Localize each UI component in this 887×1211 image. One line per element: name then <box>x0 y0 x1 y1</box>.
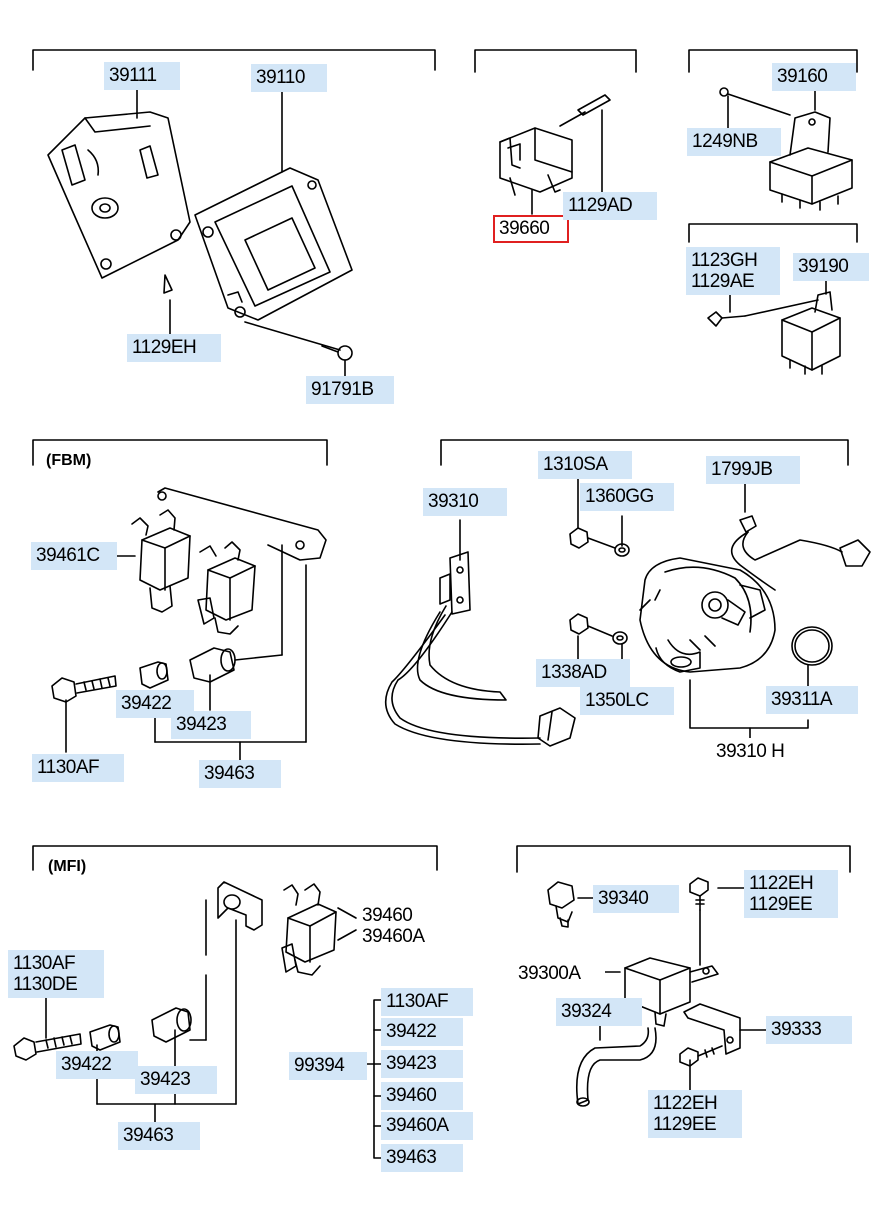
mfi-bracket <box>217 881 263 931</box>
part-label-39160[interactable]: 39160 <box>772 63 856 91</box>
section-bracket-fbm <box>32 439 328 761</box>
mfi-grommet-39423 <box>151 1007 192 1043</box>
mfi-spacer-39422 <box>89 1024 121 1051</box>
part-label-39660-selected[interactable]: 39660 <box>493 215 569 243</box>
section-bracket-mfi <box>32 845 438 1159</box>
part-label-1360GG[interactable]: 1360GG <box>580 483 674 511</box>
o-ring-39311A <box>791 626 833 666</box>
part-label-39460-39460A[interactable]: 39460 39460A <box>357 902 451 950</box>
washer-1350LC <box>612 631 628 645</box>
part-label-39423-fbm[interactable]: 39423 <box>171 711 251 739</box>
section-title-fbm: (FBM) <box>46 452 92 469</box>
distributor-assembly <box>639 557 776 673</box>
part-label-39310H[interactable]: 39310 H <box>711 738 807 766</box>
part-label-39463-mfi[interactable]: 39463 <box>118 1122 200 1150</box>
part-label-39311A[interactable]: 39311A <box>766 686 858 714</box>
part-label-39340[interactable]: 39340 <box>593 885 679 913</box>
part-label-1249NB[interactable]: 1249NB <box>687 128 781 156</box>
part-label-39463-fbm[interactable]: 39463 <box>199 760 281 788</box>
part-39660-sensor <box>499 94 611 196</box>
mfi-bolt-1130AF <box>13 1033 82 1061</box>
part-label-39300A[interactable]: 39300A <box>513 960 605 988</box>
section-title-mfi: (MFI) <box>48 858 87 875</box>
part-label-91791B[interactable]: 91791B <box>306 376 394 404</box>
ecu-bracket-39111 <box>47 111 191 294</box>
fbm-bracket-plate <box>157 487 327 561</box>
part-label-1129EH[interactable]: 1129EH <box>127 334 221 362</box>
bolt-91791B <box>321 345 353 361</box>
nut-1338AD <box>569 613 613 637</box>
part-label-39422-kit[interactable]: 39422 <box>381 1018 463 1046</box>
part-label-39310[interactable]: 39310 <box>423 488 507 516</box>
part-label-39423-kit[interactable]: 39423 <box>381 1050 463 1078</box>
part-label-39190[interactable]: 39190 <box>793 253 869 281</box>
part-label-39111[interactable]: 39111 <box>104 62 180 90</box>
part-label-1338AD[interactable]: 1338AD <box>536 659 630 687</box>
hose-39324 <box>575 1027 657 1107</box>
part-label-39460A-kit[interactable]: 39460A <box>381 1112 473 1140</box>
bracket-39333 <box>683 1003 741 1055</box>
part-label-39463-kit[interactable]: 39463 <box>381 1144 463 1172</box>
part-label-39324[interactable]: 39324 <box>556 998 642 1026</box>
part-label-1129AD[interactable]: 1129AD <box>563 192 657 220</box>
solenoid-valve-second <box>197 541 256 635</box>
mfi-solenoid-39460 <box>281 883 337 976</box>
part-label-39110[interactable]: 39110 <box>251 64 327 92</box>
washer-1360GG <box>614 543 630 557</box>
part-label-1130AF-fbm[interactable]: 1130AF <box>32 754 124 782</box>
part-label-1130AF-kit[interactable]: 1130AF <box>381 988 473 1016</box>
part-label-1122EH-1129EE-top[interactable]: 1122EH 1129EE <box>744 870 838 918</box>
ecu-39110 <box>194 167 353 321</box>
part-label-39460-kit[interactable]: 39460 <box>381 1082 463 1110</box>
section-bracket-39160 <box>688 49 858 129</box>
section-bracket-distributor <box>440 439 849 739</box>
part-label-1310SA[interactable]: 1310SA <box>538 451 632 479</box>
part-label-1350LC[interactable]: 1350LC <box>580 687 674 715</box>
distributor-wire-1799JB <box>730 515 871 591</box>
part-label-1799JB[interactable]: 1799JB <box>706 456 800 484</box>
sensor-39340 <box>547 881 575 928</box>
part-label-1122EH-1129EE-bottom[interactable]: 1122EH 1129EE <box>648 1090 742 1138</box>
part-label-1123GH-1129AE[interactable]: 1123GH 1129AE <box>686 247 780 295</box>
part-label-1130AF-1130DE[interactable]: 1130AF 1130DE <box>8 950 104 998</box>
fbm-grommet-39423 <box>189 647 236 683</box>
part-label-39461C[interactable]: 39461C <box>31 542 117 570</box>
part-label-39423-mfi[interactable]: 39423 <box>135 1066 217 1094</box>
solenoid-valve-39461C <box>131 509 191 613</box>
fbm-spacer-39422 <box>139 661 169 689</box>
relay-39160 <box>719 87 853 211</box>
fbm-bolt-1130AF <box>51 675 117 703</box>
section-bracket-39190 <box>688 223 858 313</box>
nut-1310SA <box>569 527 616 549</box>
part-label-99394[interactable]: 99394 <box>289 1052 367 1080</box>
bolt-1122EH-top <box>689 877 709 911</box>
part-label-39333[interactable]: 39333 <box>766 1016 852 1044</box>
part-label-39422-mfi[interactable]: 39422 <box>56 1051 138 1079</box>
section-bracket-39660 <box>474 49 637 215</box>
bolt-1122EH-bottom <box>679 1045 723 1067</box>
relay-39190 <box>707 291 841 375</box>
crank-sensor-39310 <box>384 551 576 747</box>
section-bracket-ecu <box>32 49 436 379</box>
